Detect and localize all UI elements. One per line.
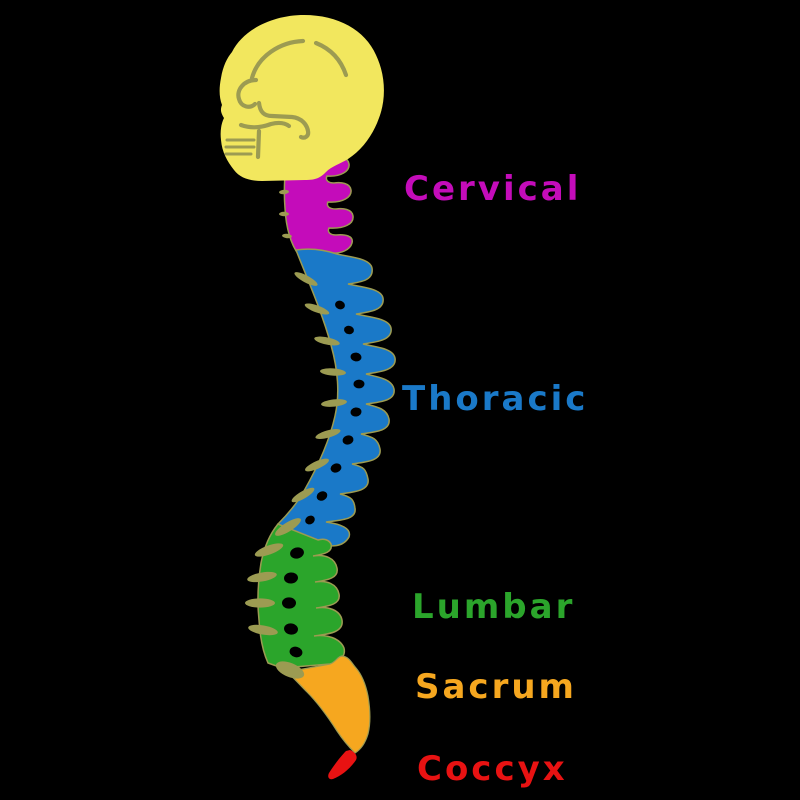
skull-jaw-vertical-line (255, 128, 262, 160)
cervical-disc (279, 211, 289, 217)
foramen (290, 547, 304, 559)
foramen (284, 572, 298, 584)
thoracic-disc (291, 487, 315, 503)
lumbar-label: Lumbar (412, 587, 576, 627)
foramen (289, 646, 303, 658)
foramen (305, 515, 315, 525)
intervertebral-foramina (282, 300, 365, 658)
skull-cranium-line-right (313, 40, 349, 78)
foramen (282, 597, 296, 609)
foramen (353, 379, 365, 389)
coccyx-segment-shape (328, 750, 357, 780)
thoracic-disc (294, 272, 318, 286)
cervical-disc (282, 233, 292, 239)
foramen (350, 352, 362, 362)
foramen (344, 325, 354, 335)
coccyx-label: Coccyx (417, 749, 568, 789)
skull-cranium-line-left (249, 38, 306, 81)
foramen (330, 463, 342, 473)
intervertebral-discs (245, 167, 347, 679)
thoracic-label: Thoracic (402, 379, 589, 419)
thoracic-disc (314, 336, 340, 346)
foramen (342, 435, 354, 445)
foramen (284, 623, 298, 635)
skull (219, 15, 384, 181)
skull-cheek-line (256, 100, 311, 140)
thoracic-disc (315, 428, 341, 440)
cervical-disc (279, 189, 289, 195)
lumbar-disc (254, 543, 284, 557)
lumbar-disc (245, 598, 275, 608)
thoracic-disc (305, 458, 329, 472)
foramen (335, 300, 345, 310)
skull-eye-socket-line (236, 77, 259, 109)
thoracic-disc (320, 368, 346, 376)
foramen (316, 491, 328, 501)
thoracic-segment-shape (276, 248, 396, 547)
lumbar-disc (247, 571, 277, 583)
thoracic-disc (275, 518, 301, 536)
lumbar-disc (248, 624, 278, 636)
sacrum-segment-shape (285, 655, 371, 754)
cervical-label: Cervical (404, 169, 582, 209)
skull-jaw-line (238, 120, 292, 130)
thoracic-disc (321, 399, 347, 407)
lumbosacral-disc (275, 661, 305, 679)
sacrum-label: Sacrum (415, 667, 577, 707)
thoracic-disc (304, 303, 330, 315)
foramen (350, 407, 362, 417)
